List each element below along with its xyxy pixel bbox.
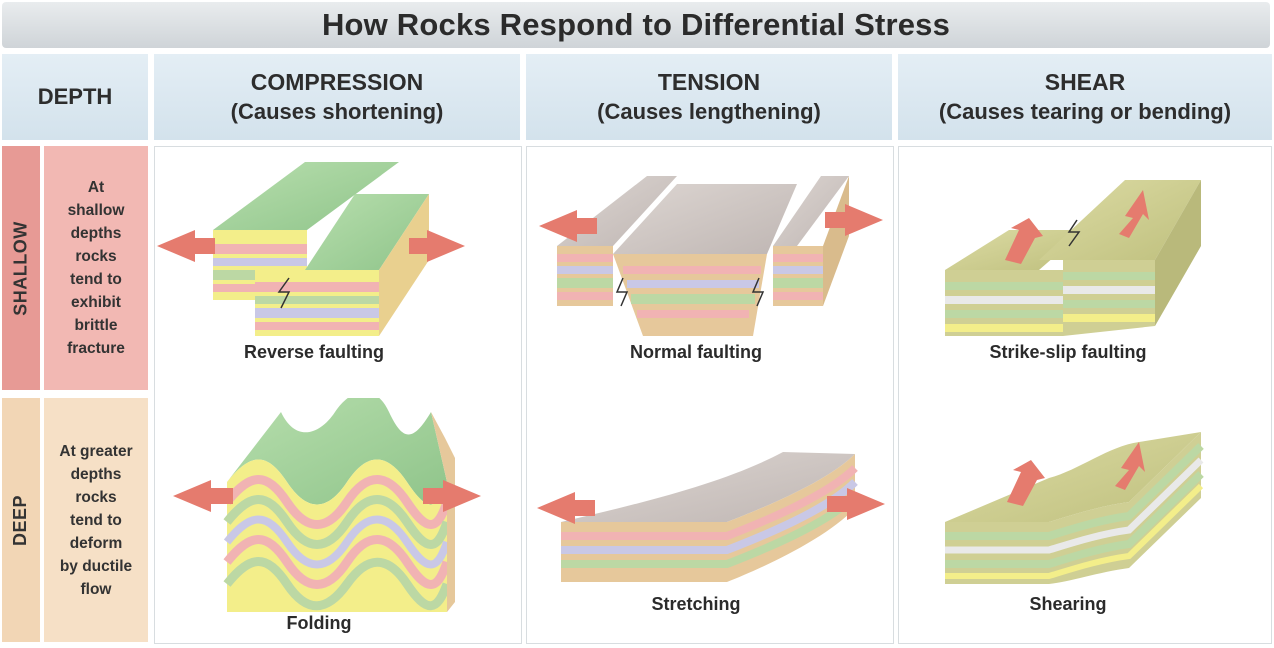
arrow-icon	[1115, 442, 1145, 490]
arrow-icon	[827, 488, 885, 520]
desc-line: flow	[80, 580, 112, 598]
header-shear-name: SHEAR	[1044, 69, 1126, 95]
desc-line: exhibit	[71, 294, 121, 311]
arrow-icon	[1119, 190, 1149, 238]
desc-line: rocks	[75, 488, 117, 506]
caption-stretching: Stretching	[651, 594, 741, 614]
normal-faulting-illustration	[539, 176, 883, 336]
arrow-icon	[173, 480, 233, 512]
strike-slip-faulting-illustration	[945, 180, 1201, 336]
arrow-icon	[409, 230, 465, 262]
caption-shearing: Shearing	[1029, 594, 1107, 614]
stretching-illustration	[537, 452, 885, 582]
row-label-shallow-text: SHALLOW	[10, 220, 31, 316]
caption-normal-faulting: Normal faulting	[629, 342, 762, 362]
header-shear: SHEAR (Causes tearing or bending)	[898, 54, 1272, 140]
desc-line: tend to	[70, 271, 122, 288]
reverse-faulting-illustration	[157, 162, 465, 336]
header-shear-desc: (Causes tearing or bending)	[938, 99, 1232, 124]
arrow-icon	[825, 204, 883, 236]
page-title: How Rocks Respond to Differential Stress	[2, 2, 1270, 48]
row-desc-shallow: At shallow depths rocks tend to exhibit …	[44, 146, 148, 390]
row-label-deep-text: DEEP	[10, 494, 31, 546]
arrow-icon	[157, 230, 215, 262]
caption-strike-slip-faulting: Strike-slip faulting	[989, 342, 1147, 362]
desc-line: deform	[69, 534, 123, 552]
desc-line: depths	[70, 465, 122, 483]
desc-line: rocks	[75, 248, 117, 265]
caption-reverse-faulting: Reverse faulting	[243, 342, 385, 362]
header-tension: TENSION (Causes lengthening)	[526, 54, 892, 140]
caption-folding: Folding	[286, 613, 352, 633]
header-compression: COMPRESSION (Causes shortening)	[154, 54, 520, 140]
header-tension-desc: (Causes lengthening)	[597, 99, 821, 124]
desc-line: shallow	[67, 202, 125, 219]
arrow-icon	[1007, 460, 1045, 506]
header-depth-label: DEPTH	[37, 84, 113, 109]
arrow-icon	[539, 210, 597, 242]
shearing-illustration	[945, 432, 1204, 584]
header-depth: DEPTH	[2, 54, 148, 140]
desc-line: depths	[70, 225, 122, 242]
folding-illustration	[173, 398, 481, 612]
desc-line: by ductile	[59, 557, 133, 575]
desc-line: At greater	[59, 442, 133, 460]
desc-line: brittle	[74, 317, 118, 334]
row-desc-deep: At greater depths rocks tend to deform b…	[44, 398, 148, 642]
arrow-icon	[1005, 218, 1043, 264]
header-tension-name: TENSION	[657, 69, 761, 95]
header-compression-name: COMPRESSION	[250, 69, 424, 95]
header-compression-desc: (Causes shortening)	[230, 99, 444, 124]
desc-line: tend to	[70, 511, 122, 529]
row-label-deep: DEEP	[2, 398, 40, 642]
row-label-shallow: SHALLOW	[2, 146, 40, 390]
desc-line: At	[87, 179, 105, 196]
arrow-icon	[423, 480, 481, 512]
desc-line: fracture	[67, 340, 125, 357]
arrow-icon	[537, 492, 595, 524]
